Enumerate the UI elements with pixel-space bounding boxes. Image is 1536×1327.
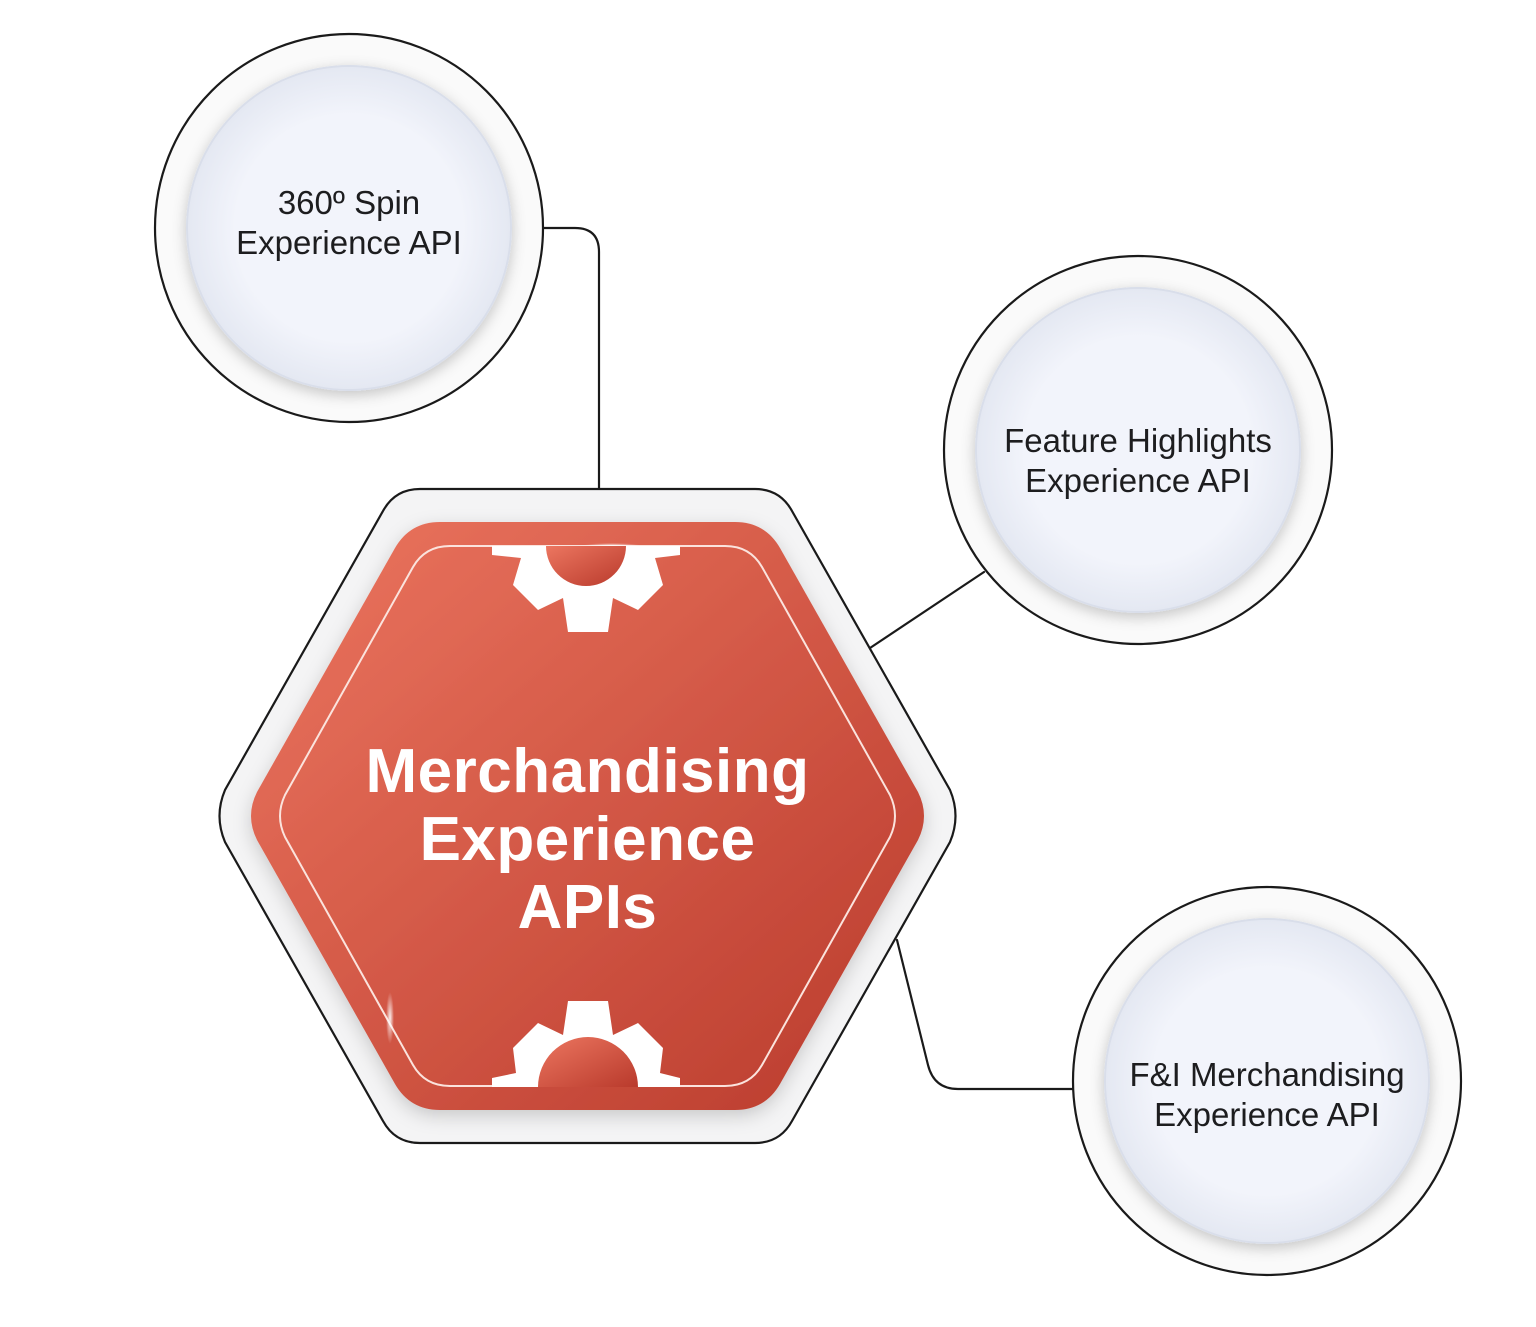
connector-lines bbox=[540, 226, 1076, 1091]
hub-title: Merchandising Experience APIs bbox=[300, 720, 875, 960]
hub-title-line-1: Merchandising bbox=[365, 737, 810, 806]
node-spin-circle bbox=[153, 32, 545, 424]
gear-icon bbox=[492, 546, 680, 632]
node-fi-label: F&I Merchandising Experience API bbox=[1107, 1050, 1427, 1140]
node-fi-line-1: F&I Merchandising bbox=[1129, 1056, 1405, 1093]
node-feature-line-2: Experience API bbox=[1025, 462, 1251, 499]
node-feature-line-1: Feature Highlights bbox=[1004, 422, 1272, 459]
hub-hexagon bbox=[251, 522, 924, 1110]
hub-inner-outline bbox=[279, 545, 896, 1087]
connector-fi bbox=[895, 938, 1076, 1091]
hub-title-line-2: Experience bbox=[419, 805, 756, 874]
node-fi-line-2: Experience API bbox=[1154, 1096, 1380, 1133]
gear-icon bbox=[492, 1001, 680, 1087]
node-spin-line-1: 360º Spin bbox=[277, 184, 421, 221]
hub-title-line-3: APIs bbox=[517, 873, 658, 942]
node-feature-circle bbox=[942, 254, 1334, 646]
glint-left bbox=[386, 992, 394, 1044]
connector-feature bbox=[868, 570, 986, 650]
node-spin-label: 360º Spin Experience API bbox=[199, 178, 499, 268]
node-feature-label: Feature Highlights Experience API bbox=[978, 416, 1298, 506]
node-spin-line-2: Experience API bbox=[236, 224, 462, 261]
connector-spin bbox=[540, 226, 601, 490]
node-fi-circle bbox=[1071, 885, 1463, 1277]
